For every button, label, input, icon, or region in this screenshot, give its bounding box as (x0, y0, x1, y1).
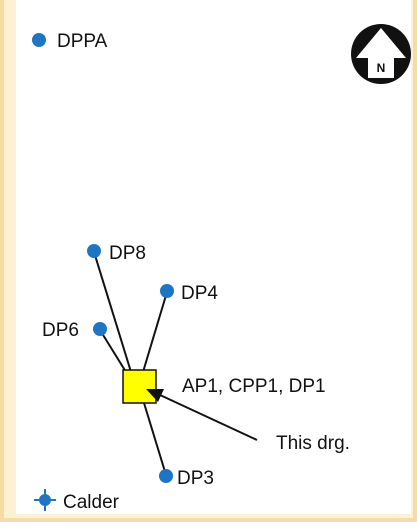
dp8-marker (87, 244, 101, 258)
calder-marker-icon (34, 489, 56, 511)
dp4-marker (160, 284, 174, 298)
dp4-label: DP4 (181, 283, 218, 304)
this-drawing-label: This drg. (276, 433, 350, 454)
dp8-label: DP8 (109, 243, 146, 264)
center-site-box (122, 369, 157, 404)
north-letter: N (377, 61, 386, 75)
dppa-marker (32, 33, 46, 47)
line-dp8 (93, 251, 132, 373)
center-site-label: AP1, CPP1, DP1 (182, 376, 326, 397)
dppa-label: DPPA (57, 31, 108, 52)
north-arrow-icon: N (351, 24, 411, 84)
line-dp4 (142, 291, 168, 373)
line-dp6 (99, 329, 127, 373)
dp3-marker (159, 469, 173, 483)
dp6-marker (93, 322, 107, 336)
line-dp3 (143, 402, 167, 476)
this-drawing-pointer (146, 389, 258, 441)
dp3-label: DP3 (177, 468, 214, 489)
calder-label: Calder (63, 492, 120, 513)
dp6-label: DP6 (42, 320, 79, 341)
map-canvas (16, 0, 411, 514)
connection-lines (93, 251, 168, 476)
